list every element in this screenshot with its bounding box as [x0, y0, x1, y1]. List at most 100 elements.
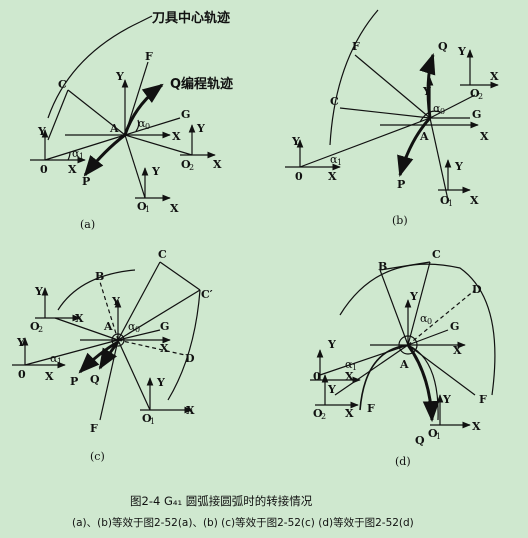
point-f-d-left: F [367, 402, 375, 415]
tool-path-leader [139, 15, 153, 23]
axis-x-o-c: X [45, 370, 54, 383]
point-o2: O [181, 158, 191, 171]
point-o1-c-sub: 1 [150, 417, 155, 426]
axis-x-c: X [160, 342, 169, 355]
alpha1-c: α [50, 352, 58, 365]
p-program-arc-b [397, 116, 432, 178]
ray-C-down [47, 89, 69, 141]
alpha1-d-sub: 1 [352, 363, 357, 372]
alpha1-c-sub: 1 [57, 357, 62, 366]
inner-arc-d [407, 344, 439, 421]
axis-y-o1: Y [151, 165, 160, 178]
axis-x-a: X [172, 130, 181, 143]
axis-x-o2-c: X [75, 312, 84, 325]
tool-center-arc-c [57, 269, 136, 311]
point-c-d: C [432, 248, 441, 261]
origin-o-c: 0 [18, 368, 26, 381]
panel-b-text: F Q C Y α 0 A G X Y 0 X α 1 P Y O 2 X Y … [291, 40, 499, 227]
figure-caption: 图2-4 G₄₁ 圆弧接圆弧时的转接情况 [130, 494, 313, 508]
alpha1: α [72, 147, 80, 160]
axis-x-o2-d: X [345, 407, 354, 420]
origin-o: 0 [40, 163, 48, 176]
ray-AC [67, 89, 126, 136]
point-q-c: Q [90, 373, 100, 386]
panel-d-text: B C D Y α 0 G X A Y 0 X α 1 Y O 2 X F F … [313, 248, 487, 468]
panel-b [285, 9, 499, 201]
alpha1-b-sub: 1 [337, 158, 342, 167]
axis-y-a: Y [115, 70, 124, 83]
point-o2-b-sub: 2 [478, 92, 483, 101]
alpha0-b-sub: 0 [440, 107, 445, 116]
axis-x-o2: X [213, 158, 222, 171]
panel-d-tag: (d) [395, 455, 411, 468]
point-c-b: C [330, 95, 339, 108]
point-o1-b: O [440, 194, 450, 207]
axis-x-d: X [453, 344, 462, 357]
axis-y-o1-d: Y [442, 393, 451, 406]
panel-b-tag: (b) [392, 214, 408, 227]
panel-a [30, 15, 216, 202]
point-a-c: A [103, 320, 113, 333]
alpha1-sub: 1 [79, 152, 84, 161]
alpha0-sub: 0 [145, 122, 150, 131]
ray-A-O1 [124, 134, 146, 199]
axis-y-b: Y [422, 85, 431, 98]
origin-o-b: 0 [295, 170, 303, 183]
ray-AG [124, 117, 181, 136]
point-o2-d: O [313, 407, 323, 420]
axis-y-o-d: Y [327, 338, 336, 351]
point-a-b: A [419, 130, 429, 143]
point-c: C [58, 78, 67, 91]
outer-arc-d [339, 263, 496, 396]
axis-x-o-b: X [328, 170, 337, 183]
point-p-c: P [70, 375, 78, 388]
axis-y-c: Y [111, 295, 120, 308]
point-p: P [82, 175, 90, 188]
point-q-d: Q [415, 434, 425, 447]
point-o1-b-sub: 1 [448, 199, 453, 208]
panel-a-tag: (a) [80, 218, 95, 231]
axis-x-o1: X [170, 202, 179, 215]
axis-y-o2: Y [196, 122, 205, 135]
point-b-d: B [378, 260, 387, 273]
axis-y-d: Y [409, 290, 418, 303]
axis-x-o1-b: X [470, 194, 479, 207]
alpha0-d-sub: 0 [427, 317, 432, 326]
point-d-d: D [472, 283, 482, 296]
axis-x-o2-b: X [490, 70, 499, 83]
axis-y-o: Y [37, 125, 46, 138]
point-g: G [181, 108, 190, 121]
point-g-d: G [450, 320, 459, 333]
p-program-arc-c [78, 340, 119, 374]
point-o1-d: O [428, 427, 438, 440]
axis-y-o2-b: Y [457, 45, 466, 58]
axis-x-o1-d: X [472, 420, 481, 433]
axis-x-o-d: X [345, 370, 354, 383]
point-o1-d-sub: 1 [436, 432, 441, 441]
figure-subcaption: (a)、(b)等效于图2-52(a)、(b) (c)等效于图2-52(c) (d… [72, 516, 414, 529]
panel-c [12, 261, 201, 421]
point-b-c: B [95, 270, 104, 283]
tool-center-arc [47, 21, 141, 119]
axis-y-o2-c: Y [34, 285, 43, 298]
axis-x-b: X [480, 130, 489, 143]
alpha1-d: α [345, 358, 353, 371]
right-arc-c [167, 289, 201, 401]
panel-c-tag: (c) [90, 450, 105, 463]
point-o2-d-sub: 2 [321, 412, 326, 421]
point-f-d-right: F [479, 393, 487, 406]
axis-x-o: X [68, 163, 77, 176]
point-o1-sub: 1 [145, 205, 150, 214]
point-o2-c: O [30, 320, 40, 333]
axis-y-o1-b: Y [454, 160, 463, 173]
point-o1: O [137, 200, 147, 213]
point-g-b: G [472, 108, 481, 121]
axis-y-o2-d: Y [327, 383, 336, 396]
axis-y-o1-c: Y [156, 376, 165, 389]
p-program-arc [83, 133, 126, 177]
tool-center-arc-b [329, 9, 379, 146]
alpha0-d: α [420, 312, 428, 325]
origin-o-d: 0 [313, 370, 321, 383]
f-arc-d [359, 344, 409, 411]
